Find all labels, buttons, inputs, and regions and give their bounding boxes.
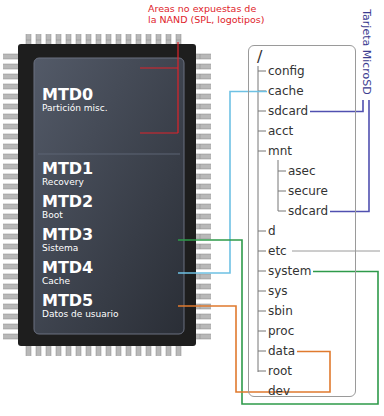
directory-entry: cache <box>267 84 305 99</box>
directory-entry: etc <box>267 244 288 259</box>
partition-name: MTD1 <box>42 160 178 177</box>
directory-entry: sbin <box>267 304 294 319</box>
label-text: Tarjeta MicroSD <box>360 9 373 95</box>
directory-entry: proc <box>267 324 296 339</box>
partition-block: MTD3Sistema <box>42 226 178 254</box>
filesystem-tree-box: / config cache sdcard acct mnt asec secure sdcar… <box>248 45 356 397</box>
callout-note: Areas no expuestas de la NAND (SPL, logo… <box>148 3 266 25</box>
partition-name: MTD3 <box>42 226 178 243</box>
directory-entry: system <box>267 264 313 279</box>
partition-block: MTD1Recovery <box>42 160 178 188</box>
label-text: etc <box>267 244 288 259</box>
label-text: dev <box>267 384 292 399</box>
partition-desc: Boot <box>42 210 178 221</box>
partition-block: MTD5Datos de usuario <box>42 292 178 320</box>
label-text: asec <box>287 164 317 179</box>
label-text: config <box>267 64 306 79</box>
partition-mount-link <box>178 306 330 392</box>
label-text: cache <box>267 84 305 99</box>
partition-desc: Cache <box>42 276 178 287</box>
label-text: sdcard <box>267 104 310 119</box>
label-text: sbin <box>267 304 294 319</box>
label-text: secure <box>287 184 329 199</box>
sd-card-label: Tarjeta MicroSD <box>357 4 375 100</box>
root-dir: / <box>257 48 262 66</box>
directory-entry: secure <box>287 184 329 199</box>
partition-name: MTD2 <box>42 193 178 210</box>
partition-block: MTD4Cache <box>42 259 178 287</box>
directory-entry: acct <box>267 124 295 139</box>
label-text: d <box>267 224 277 239</box>
partition-desc: Datos de usuario <box>42 309 178 320</box>
directory-entry: sys <box>267 284 289 299</box>
partition-desc: Recovery <box>42 177 178 188</box>
partition-mount-link <box>178 92 267 274</box>
directory-entry: mnt <box>267 144 293 159</box>
partition-desc: Partición misc. <box>42 103 178 114</box>
partition-block: MTD2Boot <box>42 193 178 221</box>
partition-mount-link <box>178 240 378 404</box>
label-text: sdcard <box>287 204 330 219</box>
directory-entry: root <box>267 364 294 379</box>
partition-name: MTD4 <box>42 259 178 276</box>
directory-entry: sdcard <box>267 104 310 119</box>
label-text: proc <box>267 324 296 339</box>
directory-entry: sdcard <box>287 204 330 219</box>
label-text: sys <box>267 284 289 299</box>
directory-entry: dev <box>267 384 292 399</box>
partition-desc: Sistema <box>42 243 178 254</box>
partition-name: MTD0 <box>42 86 178 103</box>
label-text: root <box>267 364 294 379</box>
partition-mount-link <box>330 100 369 212</box>
directory-entry: config <box>267 64 306 79</box>
partition-block: MTD0Partición misc. <box>42 86 178 114</box>
label-text: acct <box>267 124 295 139</box>
label-text: mnt <box>267 144 293 159</box>
label-text: system <box>267 264 313 279</box>
directory-entry: d <box>267 224 277 239</box>
directory-entry: asec <box>287 164 317 179</box>
partition-name: MTD5 <box>42 292 178 309</box>
directory-entry: data <box>267 344 297 359</box>
label-text: data <box>267 344 297 359</box>
